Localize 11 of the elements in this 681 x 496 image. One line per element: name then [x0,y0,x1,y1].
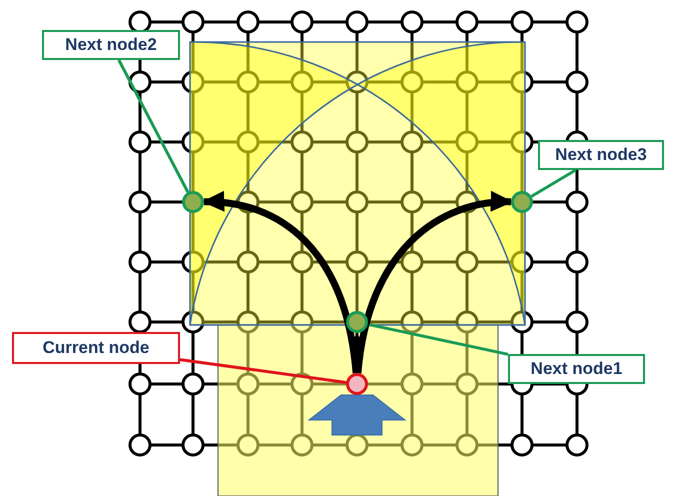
leader-line [180,358,346,384]
callout-label: Next node3 [538,140,664,170]
grid-node [511,191,533,213]
leader-line [367,322,508,356]
leader-line [530,168,577,198]
grid-node [346,373,368,395]
callout-label: Current node [12,332,180,364]
callout-label: Next node2 [42,30,180,60]
grid-node [182,191,204,213]
leader-line [118,59,190,193]
callout-label: Next node1 [508,354,645,384]
